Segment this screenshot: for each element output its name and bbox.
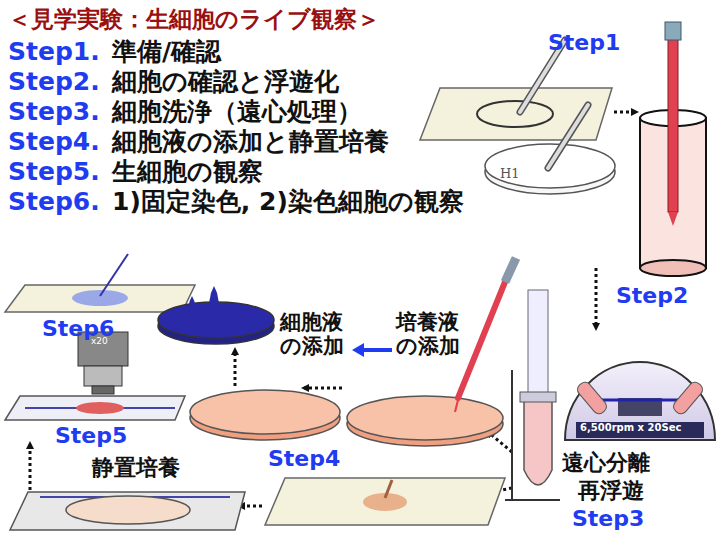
- centrifuge-tube: [505, 290, 560, 500]
- blue-arrow: [362, 348, 392, 352]
- process-label: 遠心分離: [562, 450, 650, 475]
- petri-dish-step1: [485, 105, 615, 194]
- step-description: 細胞の確認と浮遊化: [112, 68, 339, 97]
- step-label: Step3: [572, 506, 644, 531]
- petri-dish-cells: [190, 390, 340, 440]
- step-description: 1)固定染色, 2)染色細胞の観察: [112, 188, 464, 217]
- step-description: 細胞洗浄（遠心処理）: [112, 98, 362, 127]
- process-label: 静置培養: [92, 455, 180, 480]
- title: ＜見学実験：生細胞のライブ観察＞: [8, 6, 380, 32]
- step-number: Step3.: [8, 98, 100, 127]
- step-number: Step5.: [8, 158, 100, 187]
- beaker-with-tube: [640, 22, 706, 276]
- step-number: Step6.: [8, 188, 100, 217]
- dish-label: H1: [500, 167, 520, 182]
- process-label: 培養液 の添加: [396, 310, 465, 358]
- blue-arrowhead: [352, 343, 364, 357]
- centrifuge: [565, 362, 715, 440]
- centrifuge-setting: 6,500rpm x 20Sec: [580, 422, 681, 434]
- process-label: 再浮遊: [578, 478, 644, 503]
- step-label: Step5: [55, 423, 127, 448]
- step-label: Step1: [548, 30, 620, 55]
- petri-dish-medium: [347, 396, 503, 446]
- process-label: 細胞液 の添加: [280, 310, 349, 358]
- microscope-step5: [5, 332, 185, 420]
- step-label: Step2: [616, 283, 688, 308]
- step-description: 生細胞の観察: [112, 158, 263, 187]
- step-number: Step2.: [8, 68, 100, 97]
- static-culture: [10, 492, 245, 530]
- pipette: [455, 258, 516, 412]
- stain-step6: [5, 254, 274, 344]
- step-label: Step4: [268, 446, 340, 471]
- step-number: Step4.: [8, 128, 100, 157]
- step-description: 準備/確認: [112, 38, 221, 67]
- step-number: Step1.: [8, 38, 100, 67]
- slide-step4: [265, 478, 505, 525]
- step-description: 細胞液の添加と静置培養: [112, 128, 389, 157]
- step-label: Step6: [42, 316, 114, 341]
